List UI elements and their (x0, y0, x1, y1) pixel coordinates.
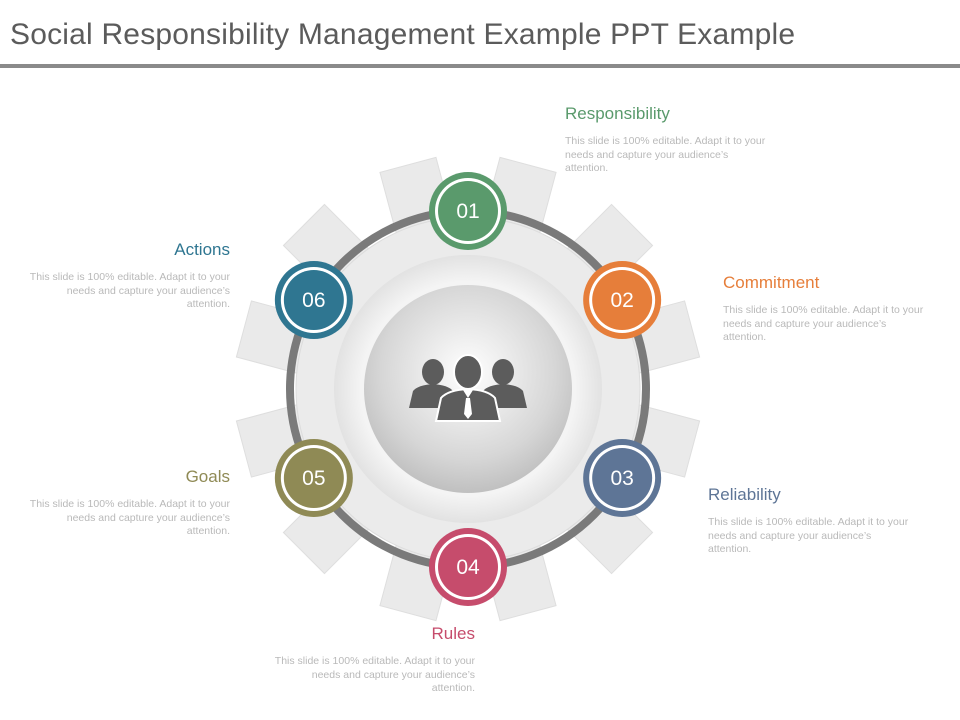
badge-inner-disc (592, 448, 653, 508)
rules-desc: This slide is 100% editable. Adapt it to… (274, 655, 475, 694)
actions-desc: This slide is 100% editable. Adapt it to… (29, 271, 230, 310)
badge-inner-disc (283, 270, 344, 330)
commitment-block: Commitment This slide is 100% editable. … (723, 273, 928, 345)
slide-title: Social Responsibility Management Example… (10, 18, 796, 51)
rules-heading: Rules (431, 624, 475, 643)
reliability-heading: Reliability (708, 485, 781, 504)
step-badges: 01 02 03 04 05 06 (274, 172, 662, 606)
responsibility-block: Responsibility This slide is 100% editab… (565, 104, 770, 176)
badge-number: 01 (456, 200, 479, 223)
step-badge-04: 04 (429, 528, 507, 606)
step-badge-03: 03 (583, 439, 662, 517)
title-rule (0, 64, 960, 68)
reliability-desc: This slide is 100% editable. Adapt it to… (708, 516, 909, 555)
badge-inner-disc (438, 181, 498, 241)
badge-number: 04 (456, 556, 480, 579)
badge-number: 02 (610, 289, 633, 312)
step-badge-02: 02 (583, 261, 662, 339)
badge-number: 03 (610, 467, 633, 490)
reliability-block: Reliability This slide is 100% editable.… (708, 485, 913, 557)
commitment-desc: This slide is 100% editable. Adapt it to… (723, 304, 924, 343)
step-badge-01: 01 (429, 172, 507, 250)
actions-heading: Actions (174, 240, 230, 259)
goals-heading: Goals (185, 467, 230, 486)
badge-inner-disc (283, 448, 344, 508)
goals-block: Goals This slide is 100% editable. Adapt… (25, 467, 230, 539)
step-badge-06: 06 (274, 261, 353, 339)
business-team-icon (409, 354, 527, 422)
badge-number: 05 (302, 467, 325, 490)
rules-block: Rules This slide is 100% editable. Adapt… (270, 624, 475, 696)
actions-block: Actions This slide is 100% editable. Ada… (25, 240, 230, 312)
badge-inner-disc (592, 270, 653, 330)
badge-inner-disc (438, 537, 498, 597)
step-badge-05: 05 (274, 439, 353, 517)
responsibility-desc: This slide is 100% editable. Adapt it to… (565, 135, 766, 174)
goals-desc: This slide is 100% editable. Adapt it to… (29, 498, 230, 537)
responsibility-heading: Responsibility (565, 104, 670, 123)
commitment-heading: Commitment (723, 273, 820, 292)
badge-number: 06 (302, 289, 325, 312)
